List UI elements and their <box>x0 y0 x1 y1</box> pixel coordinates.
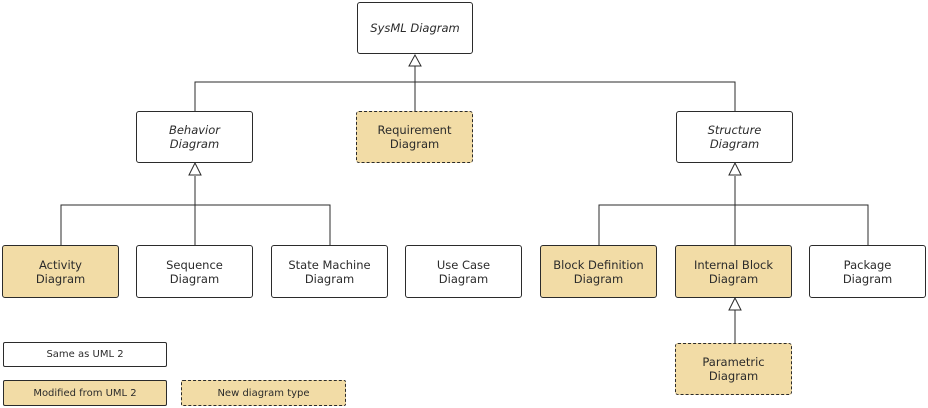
internal-block-diagram-node: Internal Block Diagram <box>675 245 792 298</box>
legend-modified-label: Modified from UML 2 <box>33 387 137 399</box>
use-case-diagram-node: Use Case Diagram <box>405 245 522 298</box>
sequence-diagram-label: Sequence Diagram <box>166 257 223 286</box>
legend-same-as-uml2: Same as UML 2 <box>3 342 167 367</box>
generalization-arrow-internal-block <box>728 296 742 311</box>
sysml-diagram-label: SysML Diagram <box>370 21 460 35</box>
behavior-diagram-node: Behavior Diagram <box>136 111 253 163</box>
legend-new-diagram-type: New diagram type <box>181 380 346 406</box>
package-diagram-label: Package Diagram <box>842 257 893 286</box>
legend-modified-from-uml2: Modified from UML 2 <box>3 380 167 406</box>
structure-diagram-label: Structure Diagram <box>707 123 762 151</box>
connector-behavior-children <box>60 176 331 245</box>
connector-sysml-children <box>194 81 736 111</box>
sequence-diagram-node: Sequence Diagram <box>136 245 253 298</box>
legend-new-label: New diagram type <box>217 387 310 399</box>
activity-diagram-label: Activity Diagram <box>35 257 86 286</box>
generalization-arrow-behavior <box>188 161 202 176</box>
state-machine-diagram-node: State Machine Diagram <box>271 245 388 298</box>
behavior-diagram-label: Behavior Diagram <box>168 123 221 151</box>
sysml-diagram-node: SysML Diagram <box>357 2 473 54</box>
requirement-diagram-label: Requirement Diagram <box>377 123 452 151</box>
package-diagram-node: Package Diagram <box>809 245 926 298</box>
block-definition-diagram-node: Block Definition Diagram <box>540 245 657 298</box>
structure-diagram-node: Structure Diagram <box>676 111 793 163</box>
parametric-diagram-label: Parametric Diagram <box>702 355 765 383</box>
requirement-diagram-node: Requirement Diagram <box>356 111 473 163</box>
generalization-arrow-sysml <box>408 53 422 67</box>
activity-diagram-node: Activity Diagram <box>2 245 119 298</box>
internal-block-diagram-label: Internal Block Diagram <box>693 257 774 286</box>
generalization-arrow-structure <box>728 161 742 176</box>
parametric-diagram-node: Parametric Diagram <box>675 343 792 395</box>
block-definition-diagram-label: Block Definition Diagram <box>553 257 644 286</box>
connector-structure-children <box>598 176 869 245</box>
legend-same-label: Same as UML 2 <box>46 349 124 360</box>
use-case-diagram-label: Use Case Diagram <box>436 257 491 286</box>
state-machine-diagram-label: State Machine Diagram <box>288 257 371 286</box>
